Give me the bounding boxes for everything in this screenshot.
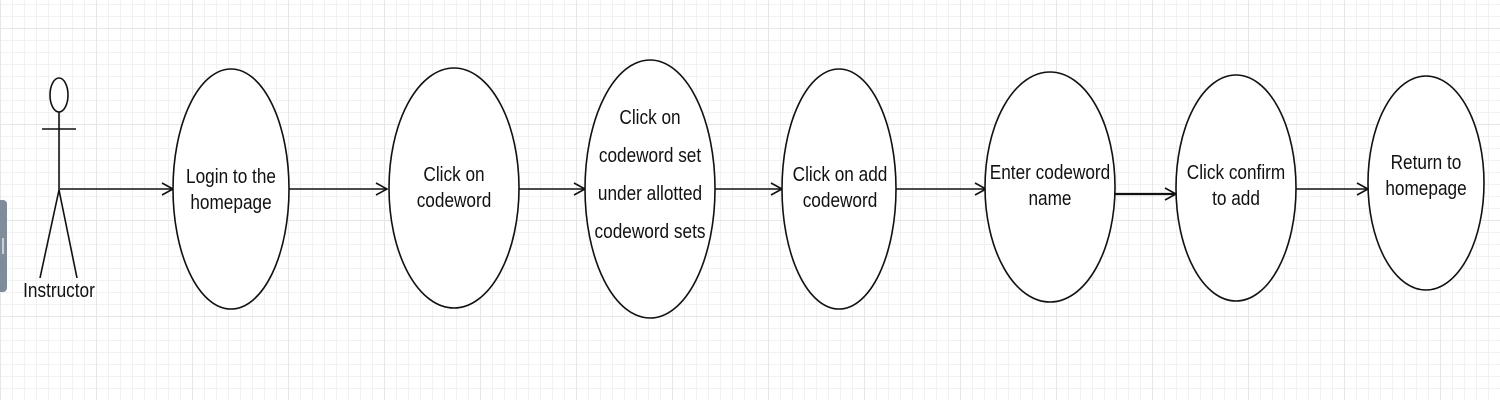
use-case-label: Return to homepage bbox=[1374, 123, 1477, 229]
use-case-text: Click confirm to add bbox=[1186, 162, 1286, 210]
use-case-label: Click on codeword bbox=[402, 135, 505, 241]
use-case-confirm-add[interactable] bbox=[1175, 74, 1297, 302]
use-case-login[interactable] bbox=[172, 68, 290, 310]
use-case-click-codeword[interactable] bbox=[388, 67, 520, 309]
use-case-text: Enter codeword name bbox=[989, 162, 1111, 210]
actor-label: Instructor bbox=[23, 280, 95, 302]
use-case-add-codeword[interactable] bbox=[781, 68, 897, 310]
use-case-label: Click on add codeword bbox=[784, 135, 896, 241]
use-case-label: Enter codeword name bbox=[986, 133, 1115, 239]
actor-figure[interactable] bbox=[39, 77, 78, 279]
use-case-text: Click on add codeword bbox=[792, 164, 888, 212]
use-case-label: Click on codeword set under allotted cod… bbox=[594, 100, 706, 250]
use-case-text: Login to the homepage bbox=[186, 166, 276, 214]
use-case-click-codeword-set[interactable] bbox=[584, 59, 716, 319]
actor-right-leg bbox=[58, 189, 78, 279]
use-case-label: Click confirm to add bbox=[1179, 133, 1293, 239]
actor-head bbox=[49, 77, 69, 113]
side-panel-toggle[interactable] bbox=[0, 200, 7, 292]
use-case-label: Login to the homepage bbox=[179, 135, 282, 245]
use-case-return-homepage[interactable] bbox=[1367, 75, 1485, 291]
actor-left-leg bbox=[39, 189, 60, 279]
use-case-enter-name[interactable] bbox=[984, 71, 1116, 303]
use-case-text: Click on codeword set under allotted cod… bbox=[594, 107, 706, 243]
use-case-text: Return to homepage bbox=[1385, 152, 1467, 200]
use-case-text: Click on codeword bbox=[416, 164, 492, 212]
